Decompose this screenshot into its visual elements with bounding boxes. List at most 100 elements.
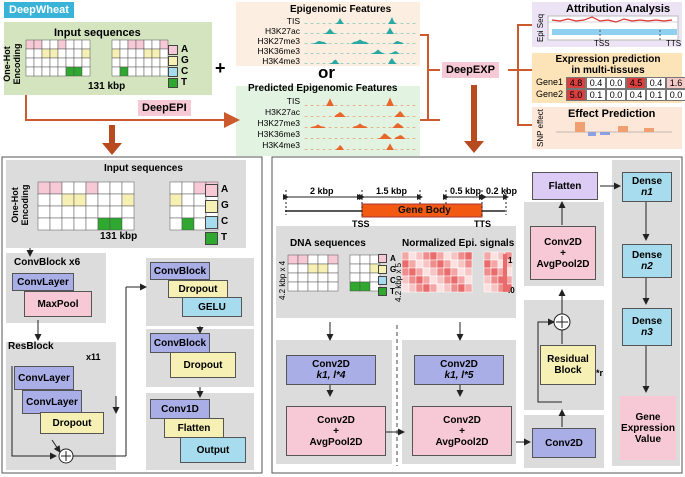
grid-cell xyxy=(127,57,137,68)
grid-cell xyxy=(181,205,195,219)
grid-cell xyxy=(65,48,75,59)
legend-label: T xyxy=(390,287,395,296)
grid-cell xyxy=(151,48,161,59)
grid-cell xyxy=(169,205,183,219)
track-label: TIS xyxy=(286,96,300,106)
grid-cell xyxy=(57,48,67,59)
legend-swatch xyxy=(205,231,218,245)
heatmap-cell xyxy=(422,251,431,261)
grid-cell xyxy=(81,39,91,50)
grid-cell xyxy=(317,281,329,292)
heatmap-cell xyxy=(464,251,473,261)
expr-value: 0.4 xyxy=(646,77,666,89)
heatmap-cell xyxy=(464,267,473,277)
grid-cell xyxy=(85,205,99,219)
legend-label: C xyxy=(181,66,189,77)
right-tss: TSS xyxy=(352,219,370,229)
dense-1-n: n1 xyxy=(641,187,653,198)
heatmap-cell xyxy=(443,283,452,293)
heatmap-cell xyxy=(408,267,417,277)
heatmap-cell xyxy=(450,275,459,285)
grid-cell xyxy=(135,48,145,59)
heatmap-cell xyxy=(450,259,459,269)
conv2d-epi-label: Conv2D xyxy=(440,359,478,370)
dna-grid-right xyxy=(287,254,381,292)
grid-cell xyxy=(159,39,169,50)
grid-cell xyxy=(37,181,51,195)
residual-r: *r xyxy=(596,368,604,378)
gene-name: Gene2 xyxy=(536,89,564,99)
legend-item-g: G xyxy=(168,55,189,66)
plus-sign: + xyxy=(215,58,226,78)
heatmap-cell xyxy=(436,267,445,277)
heatmap-cell xyxy=(464,283,473,293)
top-onehot-label: One-Hot Encoding xyxy=(2,40,22,88)
snp-label: SNP effect xyxy=(536,109,545,147)
legend-swatch xyxy=(168,55,178,66)
grid-cell xyxy=(49,193,63,207)
heatmap-cell xyxy=(490,275,499,285)
grid-cell xyxy=(57,66,67,77)
legend-label: T xyxy=(221,232,228,243)
grid-cell xyxy=(49,205,63,219)
conv-pool-epi-text: Conv2D + AvgPool2D xyxy=(435,414,489,448)
grid-cell xyxy=(81,66,91,77)
grid-cell xyxy=(359,254,371,265)
kbp2: 2 kbp xyxy=(310,186,334,196)
heatmap-cell xyxy=(483,283,492,293)
grid-cell xyxy=(25,39,35,50)
expr-value: 4.8 xyxy=(566,77,586,89)
pred-epi-panel xyxy=(236,86,420,156)
legend-swatch xyxy=(378,276,387,285)
heatmap-cell xyxy=(415,275,424,285)
gene-body: Gene Body xyxy=(398,205,451,216)
epi-title: Epigenomic Features xyxy=(290,4,392,15)
grid-cell xyxy=(49,217,63,231)
conv2d-dna: Conv2D k1, l*4 xyxy=(286,355,376,385)
track-label: H3K27ac xyxy=(265,107,300,117)
grid-cell xyxy=(119,66,129,77)
grid-cell xyxy=(119,57,129,68)
grid-cell xyxy=(349,263,361,274)
conv-pool-merge-text: Conv2D + AvgPool2D xyxy=(536,236,590,270)
grid-cell xyxy=(49,48,59,59)
grid-cell xyxy=(109,181,123,195)
track-label: H3K4me3 xyxy=(262,56,300,66)
grid-cell xyxy=(327,281,339,292)
heatmap-cell xyxy=(415,283,424,293)
heatmap-cell xyxy=(429,267,438,277)
grid-cell xyxy=(317,254,329,265)
grid-cell xyxy=(159,48,169,59)
grid-cell xyxy=(135,39,145,50)
expr-value: 4.5 xyxy=(626,77,646,89)
heatmap-cell xyxy=(490,251,499,261)
kbp15: 1.5 kbp xyxy=(376,186,408,196)
grid-cell xyxy=(73,66,83,77)
grid-cell xyxy=(135,66,145,77)
grid-cell xyxy=(287,263,299,274)
top-input-title: Input sequences xyxy=(54,27,141,39)
grid-cell xyxy=(49,66,59,77)
conv2d-merge: Conv2D xyxy=(532,428,596,458)
grid-cell xyxy=(109,193,123,207)
dense-2-n: n2 xyxy=(641,261,653,272)
attr-tts: TTS xyxy=(666,39,682,48)
heatmap-cell xyxy=(457,259,466,269)
grid-cell xyxy=(33,48,43,59)
top-onehot-text: One-Hot Encoding xyxy=(2,43,22,85)
grid-cell xyxy=(41,39,51,50)
attr-tss: TSS xyxy=(594,39,610,48)
flatten-block-right: Flatten xyxy=(532,172,598,200)
onehot-grid-left xyxy=(37,181,219,231)
heatmap-cell xyxy=(483,259,492,269)
grid-cell xyxy=(151,66,161,77)
track-label: H3K36me3 xyxy=(257,129,300,139)
conv2d-epi-params: k1, l*5 xyxy=(444,370,474,381)
heatmap-cell xyxy=(490,259,499,269)
norm-epi-title: Normalized Epi. signals xyxy=(402,238,515,249)
